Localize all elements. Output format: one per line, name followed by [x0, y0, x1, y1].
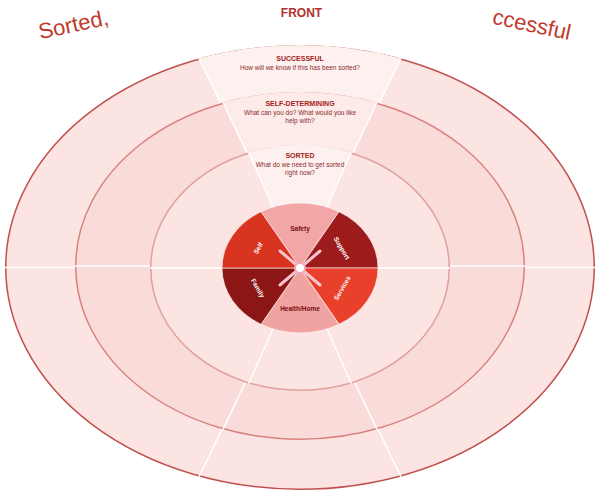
sector-shape: [222, 203, 378, 333]
ring-band: SELF-DETERMININGWhat can you do? What wo…: [75, 92, 525, 440]
ring-heading: SORTED: [254, 152, 346, 161]
sector-label: Safety: [290, 224, 310, 231]
text-holder: Health/Home: [280, 305, 320, 312]
text-holder: SELF-DETERMININGWhat can you do? What wo…: [244, 100, 356, 125]
ring-question: What do we need to get sorted right now?: [254, 161, 346, 177]
cross-line: [280, 251, 320, 285]
ring-heading: SUCCESSFUL: [225, 55, 375, 64]
cross-line: [280, 251, 320, 285]
centre-dot: [295, 263, 305, 273]
arc-title-fragment: ccessful: [490, 4, 573, 46]
centre-cross: [270, 243, 330, 293]
ring-question: What can you do? What would you like hel…: [244, 109, 356, 125]
ring-heading: SELF-DETERMINING: [244, 100, 356, 109]
ring-ellipse: [76, 93, 525, 440]
arc-title-fragment: Sorted,: [36, 5, 111, 45]
ring-band: SORTEDWhat do we need to get sorted righ…: [150, 145, 450, 391]
ring-ellipse: [151, 146, 450, 391]
ring-question: How will we know if this has been sorted…: [225, 64, 375, 72]
sector-label: Health/Home: [280, 305, 320, 312]
text-holder: SORTEDWhat do we need to get sorted righ…: [254, 152, 346, 177]
text-holder: Safety: [290, 224, 310, 231]
centre-sector: Self: [222, 203, 378, 333]
text-holder: SUCCESSFULHow will we know if this has b…: [225, 55, 375, 72]
ring-band: SUCCESSFULHow will we know if this has b…: [5, 45, 595, 490]
sector-wedge: [222, 212, 300, 268]
sector-wedge: [222, 268, 300, 324]
sector-wedge: [300, 212, 378, 268]
ring-ellipse: [6, 46, 595, 490]
